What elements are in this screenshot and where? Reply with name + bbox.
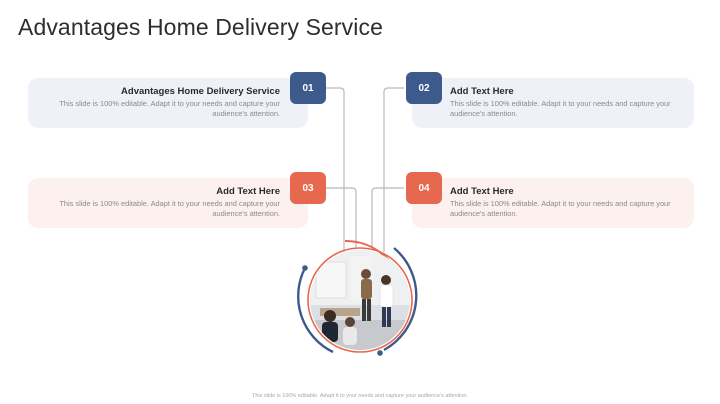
item-04-heading: Add Text Here bbox=[450, 186, 514, 197]
blue-arc-left bbox=[296, 267, 334, 354]
item-card-01: Advantages Home Delivery Service This sl… bbox=[28, 78, 308, 128]
item-04-description: This slide is 100% editable. Adapt it to… bbox=[450, 199, 671, 218]
arc-dot-left bbox=[302, 265, 308, 271]
item-01-heading: Advantages Home Delivery Service bbox=[121, 86, 280, 97]
connector-01 bbox=[324, 87, 345, 252]
item-02-number-badge: 02 bbox=[406, 72, 442, 104]
slide-title: Advantages Home Delivery Service bbox=[18, 14, 383, 40]
item-01-description: This slide is 100% editable. Adapt it to… bbox=[59, 99, 280, 118]
meeting-photo bbox=[310, 250, 410, 350]
item-03-heading: Add Text Here bbox=[216, 186, 280, 197]
connector-02 bbox=[383, 87, 404, 252]
item-card-03: Add Text Here This slide is 100% editabl… bbox=[28, 178, 308, 228]
connector-03 bbox=[324, 187, 357, 248]
item-03-description: This slide is 100% editable. Adapt it to… bbox=[59, 199, 280, 218]
item-card-04: Add Text Here This slide is 100% editabl… bbox=[412, 178, 694, 228]
connector-04 bbox=[371, 187, 404, 248]
item-02-heading: Add Text Here bbox=[450, 86, 514, 97]
item-03-number-badge: 03 bbox=[290, 172, 326, 204]
item-01-number-badge: 01 bbox=[290, 72, 326, 104]
footer-note: This slide is 100% editable. Adapt it to… bbox=[252, 393, 468, 399]
blue-arc-right bbox=[383, 247, 418, 352]
photo-ring bbox=[307, 247, 413, 353]
item-02-description: This slide is 100% editable. Adapt it to… bbox=[450, 99, 671, 118]
item-card-02: Add Text Here This slide is 100% editabl… bbox=[412, 78, 694, 128]
arc-dot-bottom bbox=[377, 350, 383, 356]
item-04-number-badge: 04 bbox=[406, 172, 442, 204]
